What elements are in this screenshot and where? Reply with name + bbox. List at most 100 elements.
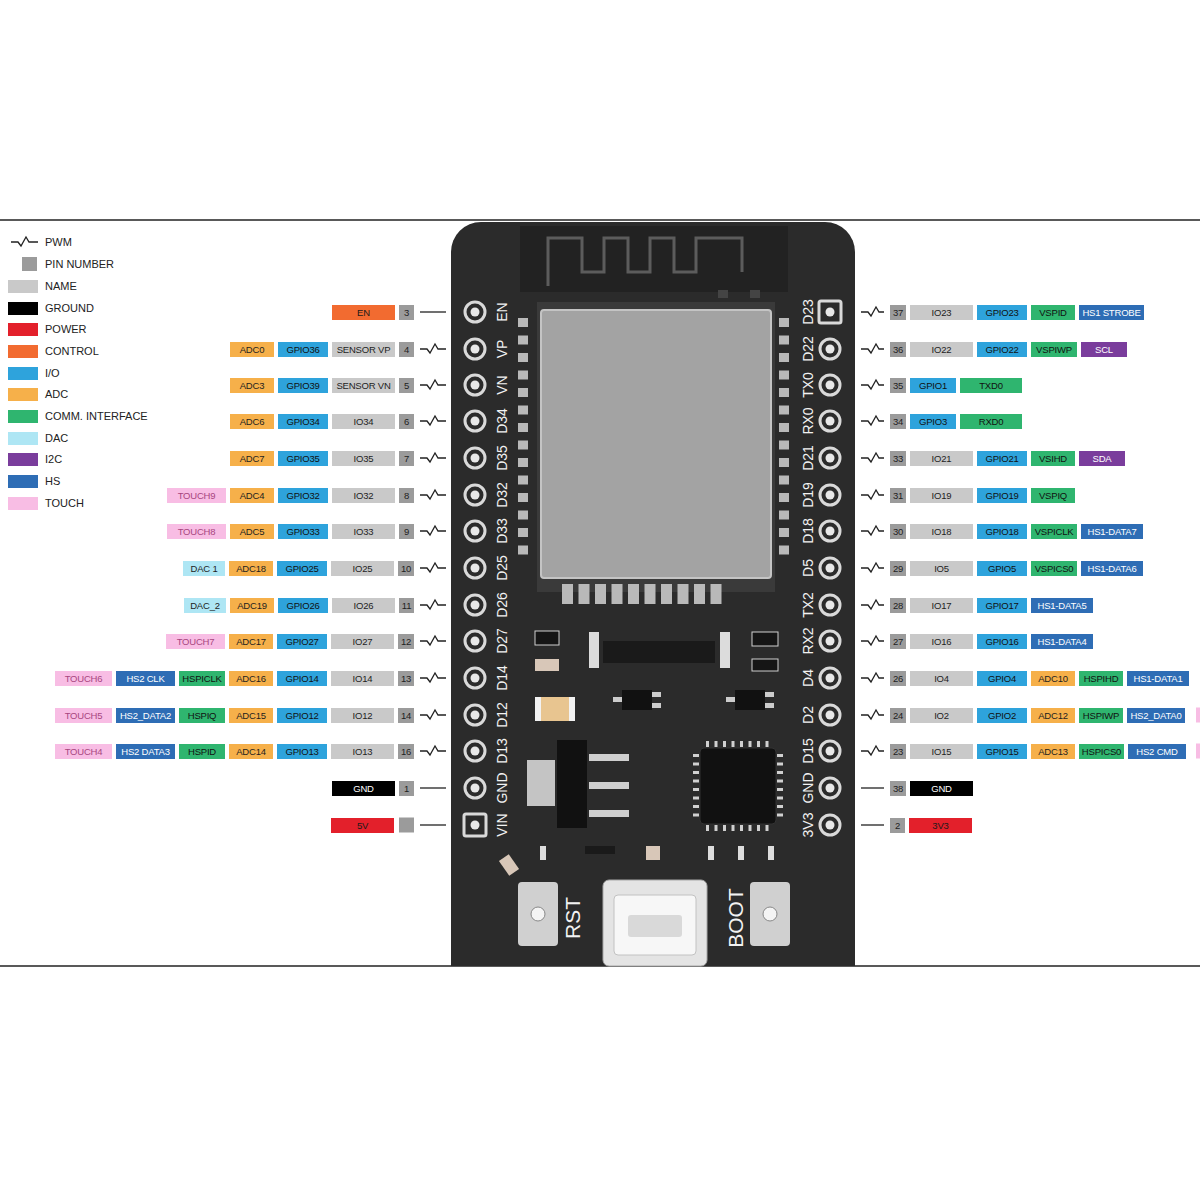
pin-number: 7 xyxy=(399,451,414,466)
module-pad xyxy=(779,528,789,537)
header-pin xyxy=(471,564,480,573)
board-body xyxy=(451,222,855,966)
comm-tag: VSPICS0 xyxy=(1031,561,1077,576)
header-pin xyxy=(820,815,840,835)
smd-part xyxy=(603,641,715,663)
legend-swatch xyxy=(8,388,38,401)
pin-number: 12 xyxy=(398,634,414,649)
header-pin xyxy=(465,375,485,395)
header-pin xyxy=(826,417,835,426)
chip-pin xyxy=(732,825,735,831)
pin-lead xyxy=(861,453,884,462)
pin-number: 4 xyxy=(399,342,414,357)
voltage-regulator xyxy=(527,760,555,806)
header-pin xyxy=(826,454,835,463)
legend-swatch xyxy=(8,432,38,445)
module-pad xyxy=(678,584,689,604)
frame-line xyxy=(0,219,1200,221)
silkscreen-pin-label: D34 xyxy=(495,408,509,434)
legend-swatch xyxy=(8,367,38,380)
gpio-tag: GPIO14 xyxy=(277,671,327,686)
header-pin xyxy=(471,345,480,354)
header-pin xyxy=(820,375,840,395)
module-pad xyxy=(779,336,789,345)
antenna xyxy=(750,290,760,298)
adc-tag: ADC18 xyxy=(229,561,273,576)
pin-name: IO15 xyxy=(910,744,973,759)
chip-pin xyxy=(766,825,769,831)
silkscreen-pin-label: TX2 xyxy=(801,592,815,618)
chip-pin xyxy=(693,754,699,757)
antenna xyxy=(520,226,788,292)
header-pin xyxy=(465,521,485,541)
header-pin xyxy=(826,784,835,793)
header-pin xyxy=(820,778,840,798)
header-pin xyxy=(471,527,480,536)
module-pad xyxy=(595,584,606,604)
header-pin xyxy=(464,814,486,836)
pin-number: 29 xyxy=(890,561,906,576)
pin-number: 24 xyxy=(890,708,906,723)
module-pad xyxy=(628,584,639,604)
pin-name: IO19 xyxy=(910,488,973,503)
antenna xyxy=(548,238,742,286)
pin-name: IO17 xyxy=(910,598,973,613)
adc-tag: ADC5 xyxy=(230,524,274,539)
hs-tag: HS1-DATA5 xyxy=(1031,598,1093,613)
pin-number: 26 xyxy=(890,671,906,686)
pin-number: 6 xyxy=(399,414,414,429)
header-pin xyxy=(465,521,485,541)
pin-lead xyxy=(420,380,446,389)
silkscreen-pin-label: D13 xyxy=(495,738,509,764)
chip-pin xyxy=(777,754,783,757)
comm-tag: HSPIQ xyxy=(179,708,225,723)
module-pad xyxy=(518,318,528,327)
header-pin xyxy=(820,521,840,541)
hs-tag: HS2 CMD xyxy=(1128,744,1186,759)
pin-lead xyxy=(861,563,884,572)
adc-tag: ADC0 xyxy=(230,342,274,357)
legend-text: PIN NUMBER xyxy=(45,257,114,271)
touch-tag: TOUCH5 xyxy=(55,708,112,723)
antenna xyxy=(718,290,728,298)
smd-part xyxy=(589,632,599,668)
module-pad xyxy=(518,546,528,555)
smd-part xyxy=(540,846,546,860)
pin-name: IO35 xyxy=(332,451,395,466)
silkscreen-pin-label: D18 xyxy=(801,518,815,544)
gpio-tag: GPIO19 xyxy=(977,488,1027,503)
chip-pin xyxy=(740,741,743,747)
pin-number: 14 xyxy=(398,708,414,723)
chip-pin xyxy=(777,771,783,774)
comm-tag: RXD0 xyxy=(960,414,1022,429)
header-pin xyxy=(465,558,485,578)
pin-lead xyxy=(861,636,884,645)
header-pin xyxy=(820,485,840,505)
gpio-tag: GPIO16 xyxy=(977,634,1027,649)
smd-part xyxy=(535,631,559,645)
comm-tag: TXD0 xyxy=(960,378,1022,393)
header-pin xyxy=(820,411,840,431)
pin-lead xyxy=(420,490,446,499)
silkscreen-pin-label: D21 xyxy=(801,445,815,471)
gpio-tag: GPIO32 xyxy=(278,488,328,503)
control-tag: EN xyxy=(332,305,395,320)
header-pin xyxy=(471,747,480,756)
legend-swatch xyxy=(8,453,38,466)
header-pin xyxy=(471,674,480,683)
module-pad xyxy=(518,511,528,520)
comm-tag: HSPID xyxy=(179,744,225,759)
pin-lead xyxy=(861,416,884,425)
smd-part xyxy=(720,632,730,668)
hs-tag: HS1-DATA6 xyxy=(1081,561,1143,576)
touch-tag: TOUCH8 xyxy=(167,524,226,539)
legend-swatch xyxy=(8,475,38,488)
header-pin xyxy=(819,301,841,323)
header-pin xyxy=(465,485,485,505)
header-pin xyxy=(820,595,840,615)
comm-tag: HSPIWP xyxy=(1079,708,1123,723)
gpio-tag: GPIO15 xyxy=(977,744,1027,759)
pin-name: SENSOR VN xyxy=(332,378,395,393)
chip-pin xyxy=(749,825,752,831)
adc-tag: ADC14 xyxy=(229,744,273,759)
